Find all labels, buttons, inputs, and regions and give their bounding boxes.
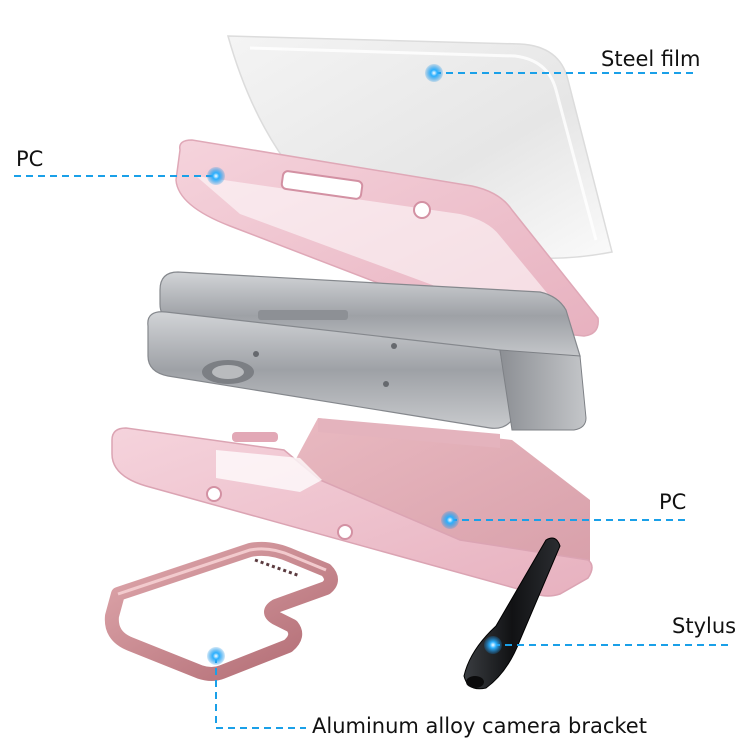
stylus-dot xyxy=(484,636,502,654)
steel-film-dot xyxy=(425,64,443,82)
stylus-label: Stylus xyxy=(672,614,737,638)
callout-dots xyxy=(207,64,502,665)
pc-bottom-label: PC xyxy=(659,490,687,514)
camera-bracket-dot xyxy=(207,647,225,665)
camera-bracket-label: Aluminum alloy camera bracket xyxy=(312,714,647,738)
camera-bracket-leader xyxy=(215,656,306,729)
callout-lines xyxy=(14,72,730,729)
folding-phone-part xyxy=(147,271,587,431)
pc-top-label: PC xyxy=(16,147,44,171)
camera-bracket-part xyxy=(104,541,338,681)
pc-bottom-dot xyxy=(441,511,459,529)
pc-bottom-case-part xyxy=(111,418,593,597)
steel-film-label: Steel film xyxy=(601,47,701,71)
pc-top-dot xyxy=(207,167,225,185)
